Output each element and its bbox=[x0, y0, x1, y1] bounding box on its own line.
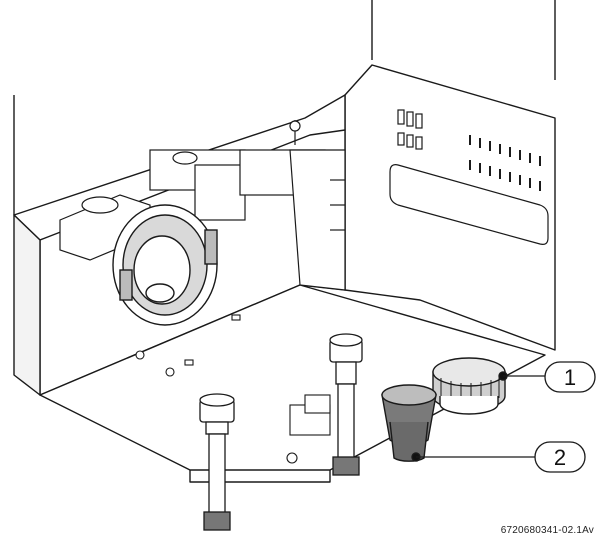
drawing-code: 6720680341-02.1Av bbox=[500, 525, 594, 536]
callout-2-frame bbox=[534, 441, 586, 473]
callout-2-label: 2 bbox=[554, 445, 566, 470]
bottom-details bbox=[135, 314, 331, 464]
cap-part-2 bbox=[381, 384, 437, 462]
cap-part-1 bbox=[432, 357, 508, 415]
water-pipe-left bbox=[199, 393, 235, 531]
flue-ring bbox=[112, 204, 218, 326]
callout-1-frame bbox=[544, 361, 596, 393]
internal-components bbox=[59, 120, 346, 291]
callout-2: 2 bbox=[534, 441, 586, 473]
side-panel-vents bbox=[389, 109, 549, 245]
callout-lines bbox=[416, 375, 545, 458]
callout-1-label: 1 bbox=[564, 365, 576, 390]
water-pipe-right bbox=[329, 333, 363, 476]
callout-1: 1 bbox=[544, 361, 596, 393]
